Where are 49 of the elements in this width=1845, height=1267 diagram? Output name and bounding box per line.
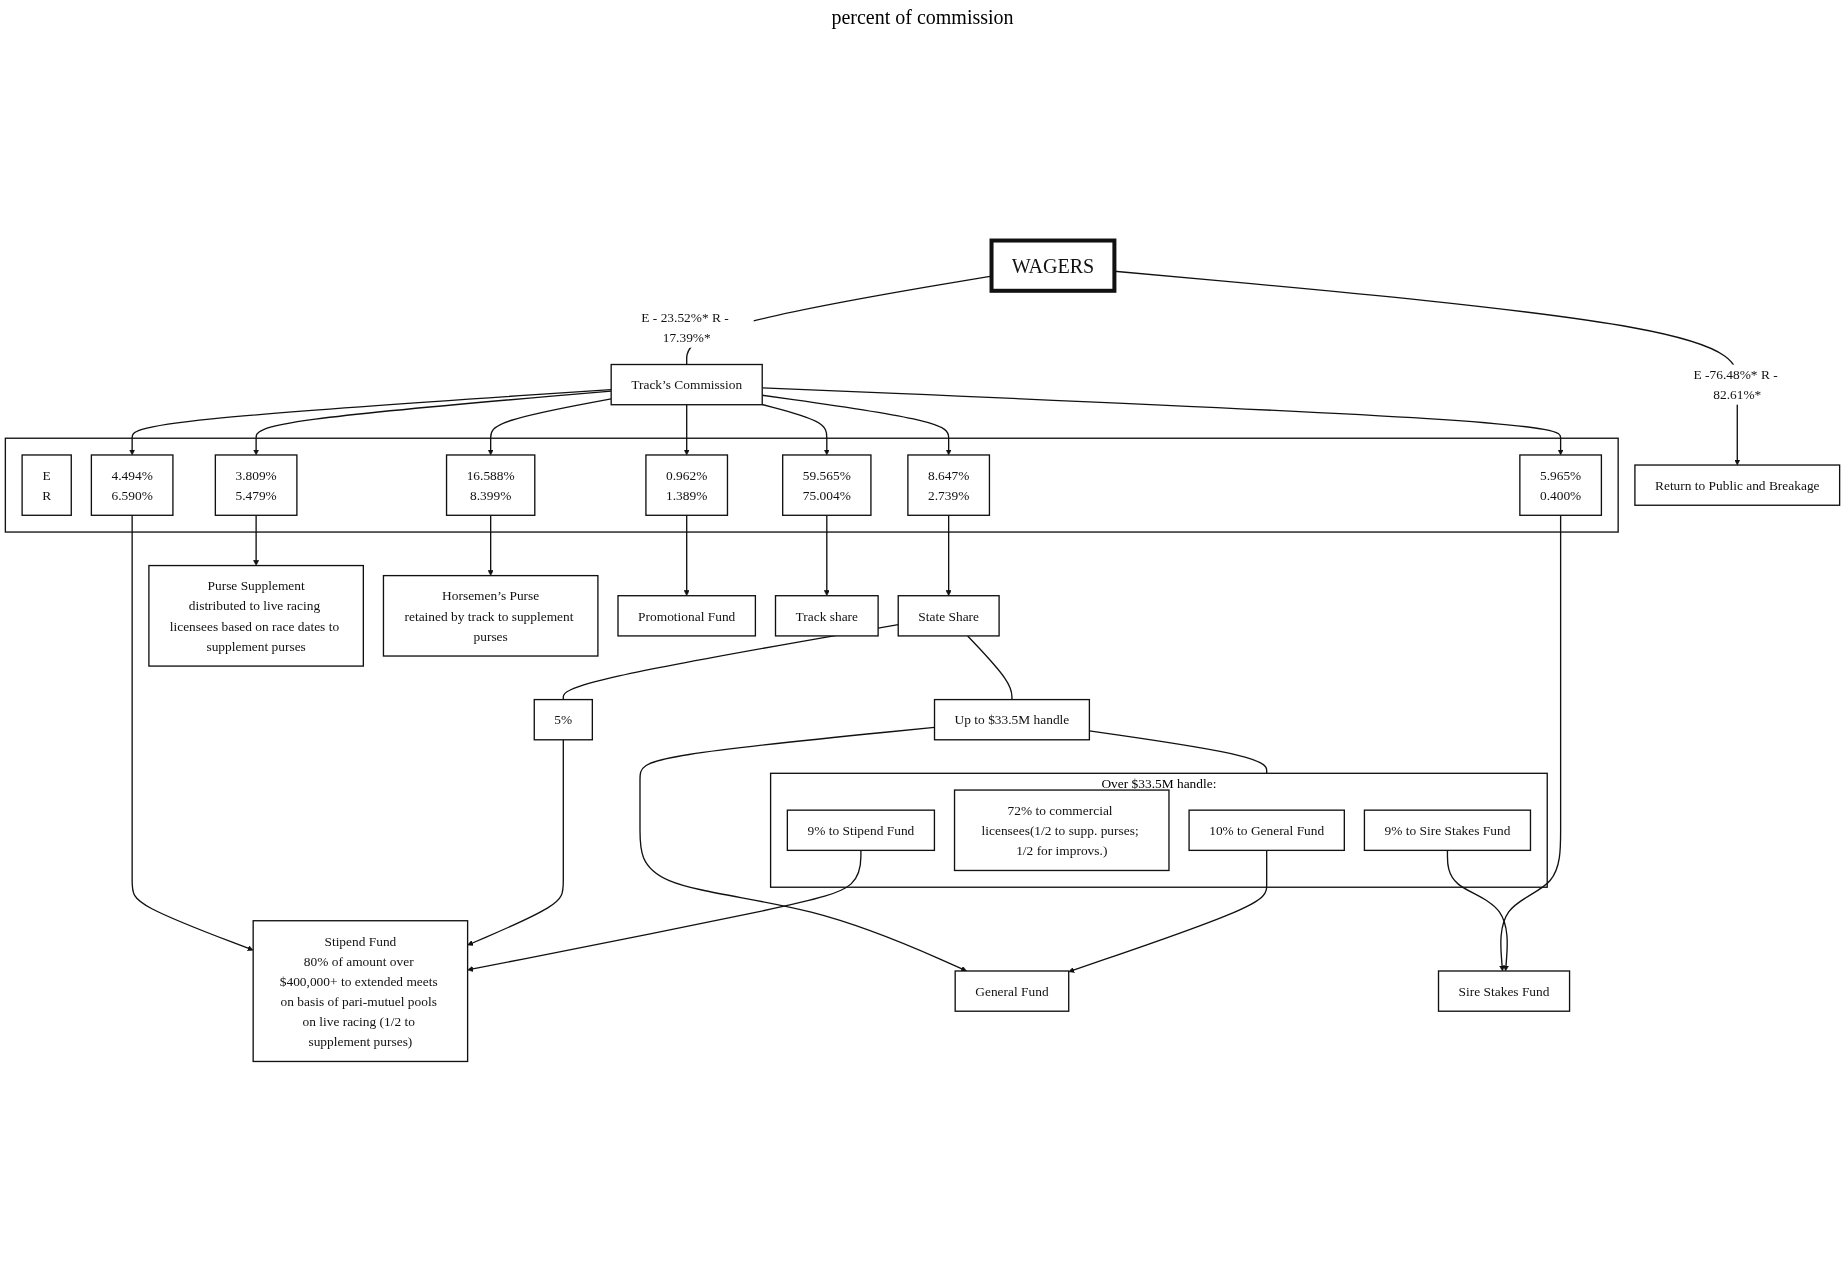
arrow (129, 388, 612, 456)
arrow (639, 726, 967, 972)
node-box: Promotional Fund (617, 595, 757, 637)
node-box: Return to Public and Breakage (1634, 464, 1841, 506)
note-text: percent of commission (831, 6, 1014, 29)
node-box: Stipend Fund 80% of amount over $400,000+ to extended meets on basis of pari-mutuel pools on live racing (1/2 to supplement purses) (252, 920, 469, 1063)
node-box: Purse Supplement distributed to live racing licensees based on race dates to supplement purses (148, 564, 364, 667)
arrow (823, 514, 830, 596)
arrow (487, 514, 494, 576)
node-box: 5% (533, 698, 593, 741)
connector (967, 635, 1013, 701)
arrow (683, 514, 690, 596)
node-box: 16.588% 8.399% (445, 454, 536, 516)
node-box: General Fund (954, 970, 1070, 1012)
node-box: Track share (774, 595, 879, 637)
node-box: State Share (897, 595, 1000, 637)
arrow (253, 514, 260, 566)
node-box: Horsemen’s Purse retained by track to supplement purses (382, 574, 599, 657)
node-box: 72% to commercial licensees(1/2 to supp. purses; 1/2 for improvs.) (953, 789, 1170, 872)
arrow (761, 403, 830, 456)
arrow (131, 514, 254, 952)
arrow (945, 514, 952, 596)
node-box: 59.565% 75.004% (782, 454, 872, 516)
cluster (4, 437, 1619, 533)
node-box: 9% to Stipend Fund (786, 809, 936, 852)
arrow (487, 398, 612, 456)
edge-label: E -76.48%* R - 82.61%* (1693, 367, 1778, 403)
node-box: Sire Stakes Fund (1437, 970, 1571, 1012)
node-box: E R (21, 454, 72, 516)
node-box: Track’s Commission (610, 363, 763, 406)
arrow (253, 390, 612, 456)
arrow (761, 387, 1564, 456)
node-box: 8.647% 2.739% (907, 454, 991, 516)
edge-label: E - 23.52%* R - 17.39%* (641, 310, 729, 346)
arrow (1499, 514, 1562, 972)
node-box: 4.494% 6.590% (90, 454, 174, 516)
node-box: 5.965% 0.400% (1519, 454, 1603, 516)
arrow (1068, 849, 1268, 973)
node-box: 3.809% 5.479% (214, 454, 298, 516)
node-box: 9% to Sire Stakes Fund (1363, 809, 1532, 852)
node-box: 0.962% 1.389% (645, 454, 729, 516)
arrow (467, 739, 564, 946)
node-box: WAGERS (989, 238, 1117, 293)
arrow (761, 394, 952, 456)
node-box: 10% to General Fund (1188, 809, 1345, 852)
arrow (467, 849, 862, 972)
arrow (683, 404, 690, 456)
node-box: Up to $33.5M handle (933, 698, 1091, 741)
arrow (1446, 849, 1509, 972)
